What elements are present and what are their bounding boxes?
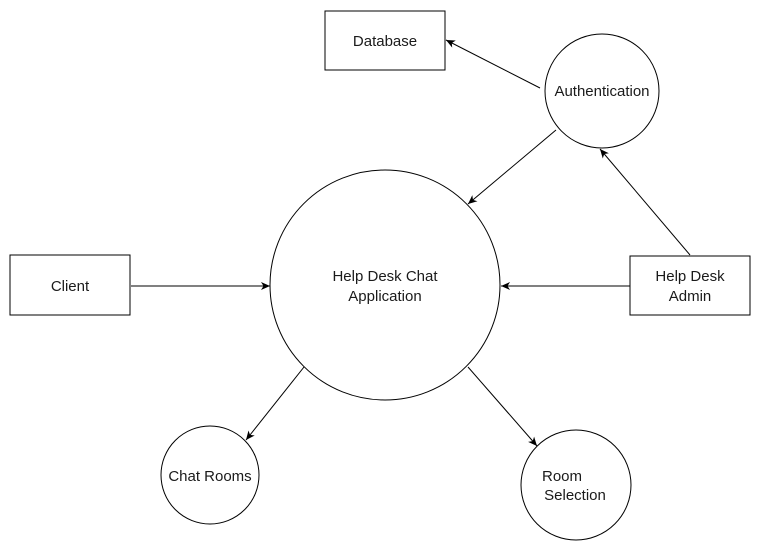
app-node: Help Desk Chat Application (269, 169, 501, 401)
database-label: Database (353, 33, 417, 50)
edge-admin-to-authentication (599, 148, 691, 256)
edge-app-to-room-selection (467, 366, 538, 447)
chat-rooms-label: Chat Rooms (168, 468, 251, 485)
edge-app-to-chat-rooms (245, 366, 305, 441)
edges (131, 39, 691, 447)
client-node: Client (9, 254, 131, 316)
app-label-line-2: Application (348, 288, 421, 305)
admin-node: Help Desk Admin (629, 255, 751, 316)
admin-label-line-1: Help Desk (655, 268, 725, 285)
room-selection-label-line-2: Selection (544, 487, 606, 504)
room-selection-label-line-1: Room (542, 468, 582, 485)
admin-label-line-2: Admin (669, 288, 712, 305)
app-label-line-1: Help Desk Chat (332, 268, 438, 285)
chat-rooms-node: Chat Rooms (160, 425, 260, 525)
edge-authentication-to-database (445, 39, 541, 89)
client-label: Client (51, 278, 90, 295)
room-selection-node: Room Selection (520, 429, 632, 541)
database-node: Database (324, 10, 446, 71)
authentication-node: Authentication (544, 33, 660, 149)
authentication-label: Authentication (554, 83, 649, 100)
edge-authentication-to-app (467, 129, 557, 205)
